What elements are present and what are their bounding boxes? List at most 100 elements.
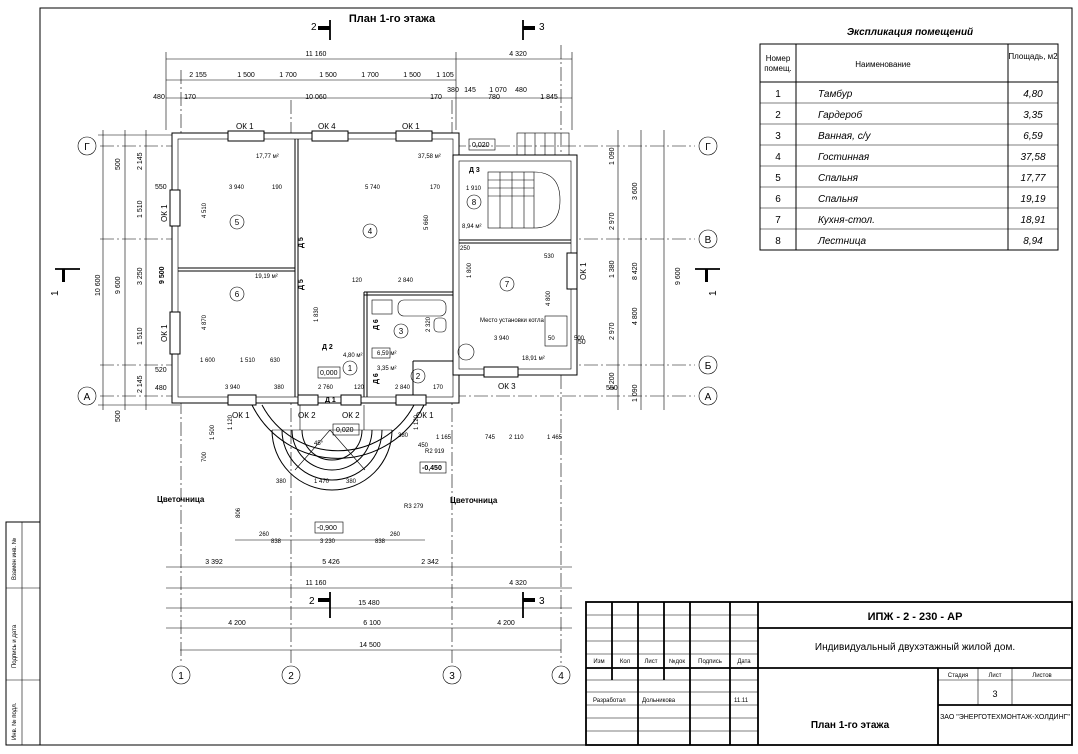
svg-text:6,59 м²: 6,59 м²	[377, 351, 396, 357]
explication-row-area: 19,19	[1020, 194, 1045, 205]
svg-text:11 160: 11 160	[306, 580, 327, 587]
room-number: 5	[235, 218, 240, 227]
svg-text:3 940: 3 940	[225, 385, 241, 391]
left-dims-text: 500 2 145 1 510 3 250 1 510 2 145 500 9 …	[95, 152, 167, 422]
title-block-text: ИПЖ - 2 - 230 - АР Индивидуальный двухэт…	[593, 611, 1070, 731]
explication-row-number: 8	[775, 236, 781, 247]
left-dimension-lines	[98, 130, 180, 410]
svg-text:Д 6: Д 6	[373, 319, 380, 330]
svg-text:4 320: 4 320	[509, 580, 527, 587]
svg-text:4: 4	[558, 671, 564, 682]
svg-text:550: 550	[606, 385, 618, 392]
explication-row-number: 1	[775, 89, 781, 100]
flowerbed-left-label: Цветочница	[157, 495, 205, 504]
svg-text:5 426: 5 426	[322, 559, 340, 566]
explication-row-name: Тамбур	[818, 88, 853, 100]
svg-text:1 845: 1 845	[540, 94, 558, 101]
svg-text:380: 380	[398, 433, 409, 439]
svg-text:ОК 1: ОК 1	[579, 262, 588, 280]
room-number: 2	[416, 372, 421, 381]
explication-row-area: 37,58	[1020, 152, 1045, 163]
svg-text:2 320: 2 320	[426, 316, 432, 332]
svg-text:17,77 м²: 17,77 м²	[256, 154, 279, 160]
svg-text:ОК 3: ОК 3	[498, 382, 516, 391]
svg-text:-0,900: -0,900	[317, 525, 337, 532]
svg-text:1 700: 1 700	[361, 72, 379, 79]
sheet-name: План 1-го этажа	[811, 720, 890, 731]
stage-label: Стадия	[948, 673, 968, 679]
sheet-label: Лист	[988, 673, 1001, 679]
svg-text:4,80 м²: 4,80 м²	[343, 353, 362, 359]
col-list: Лист	[644, 659, 657, 665]
col-kol: Кол	[620, 659, 631, 665]
svg-text:ОК 1: ОК 1	[416, 411, 434, 420]
svg-text:550: 550	[155, 184, 167, 191]
svg-text:9 500: 9 500	[159, 266, 166, 284]
svg-text:2: 2	[288, 671, 294, 682]
svg-text:838: 838	[271, 539, 282, 545]
drawing-code: ИПЖ - 2 - 230 - АР	[868, 611, 963, 623]
notes: Место установки котла Цветочница Цветочн…	[157, 318, 545, 505]
svg-text:ОК 1: ОК 1	[160, 324, 169, 342]
side-stamp-replace: Взамен инв. №	[11, 538, 18, 580]
svg-text:1 090: 1 090	[632, 384, 639, 402]
window-labels: ОК 1 ОК 4 ОК 1 ОК 1 ОК 1 ОК 1 ОК 1 ОК 2 …	[160, 122, 588, 420]
svg-text:120: 120	[354, 385, 365, 391]
explication-row-name: Ванная, с/у	[818, 131, 871, 142]
explication-row-number: 5	[775, 173, 781, 184]
boiler-note-line: Место установки котла	[480, 318, 545, 324]
svg-text:ОК 2: ОК 2	[298, 411, 316, 420]
svg-text:Г: Г	[84, 142, 90, 153]
company-name: ЗАО "ЭНЕРГОТЕХМОНТАЖ-ХОЛДИНГ"	[940, 714, 1070, 721]
right-dims-text: 1 090 2 970 1 380 2 970 1 200 1 090 3 60…	[574, 147, 682, 402]
svg-text:1 800: 1 800	[467, 262, 473, 278]
svg-text:1 105: 1 105	[436, 72, 454, 79]
svg-text:8,94 м²: 8,94 м²	[462, 224, 481, 230]
col-date: Дата	[737, 659, 751, 665]
svg-text:5 660: 5 660	[424, 214, 430, 230]
col-signature: Подпись	[698, 659, 722, 665]
sheet-frame	[39, 7, 1073, 746]
svg-text:15 480: 15 480	[358, 600, 380, 607]
svg-text:4 510: 4 510	[202, 202, 208, 218]
explication-row-number: 6	[775, 194, 781, 205]
col-ndok: №док	[669, 658, 685, 665]
svg-text:1: 1	[178, 671, 184, 682]
explication-row-area: 8,94	[1023, 236, 1043, 247]
svg-text:630: 630	[270, 358, 281, 364]
flowerbed-right-label: Цветочница	[450, 496, 498, 505]
svg-text:1 910: 1 910	[466, 186, 482, 192]
svg-text:2 110: 2 110	[509, 435, 524, 441]
svg-text:3 250: 3 250	[137, 267, 144, 285]
svg-text:R3 279: R3 279	[404, 504, 424, 510]
svg-text:11 160: 11 160	[306, 51, 327, 58]
svg-text:8 420: 8 420	[632, 262, 639, 280]
building-plan	[169, 130, 578, 406]
svg-text:9 600: 9 600	[115, 276, 122, 294]
explication-header-area: Площадь, м2	[1008, 52, 1058, 61]
inner-dims-text: 3 940 190 5 740 170 2 840 120 1 600 1 51…	[200, 185, 585, 391]
svg-text:260: 260	[390, 532, 401, 538]
svg-text:10 600: 10 600	[95, 274, 102, 296]
svg-text:Д 5: Д 5	[298, 237, 305, 248]
svg-text:ОК 2: ОК 2	[342, 411, 360, 420]
svg-text:5 740: 5 740	[365, 185, 381, 191]
svg-text:1 510: 1 510	[137, 200, 144, 218]
svg-text:2 145: 2 145	[137, 375, 144, 393]
door-labels: Д 1 Д 2 Д 3 Д 5 Д 5 Д 6 Д 6	[298, 167, 480, 404]
svg-text:2 970: 2 970	[609, 322, 616, 340]
right-dimension-lines	[617, 130, 665, 410]
svg-text:3 600: 3 600	[632, 182, 639, 200]
svg-text:3: 3	[449, 671, 455, 682]
svg-text:2 840: 2 840	[395, 385, 411, 391]
svg-text:3: 3	[539, 22, 545, 33]
svg-text:260: 260	[259, 532, 270, 538]
svg-text:6 100: 6 100	[363, 620, 381, 627]
svg-text:380: 380	[447, 87, 459, 94]
svg-text:1 600: 1 600	[200, 358, 216, 364]
col-izm: Изм	[593, 659, 604, 665]
room-number: 7	[505, 280, 510, 289]
svg-text:50: 50	[548, 336, 555, 342]
svg-text:0,020: 0,020	[472, 142, 490, 149]
